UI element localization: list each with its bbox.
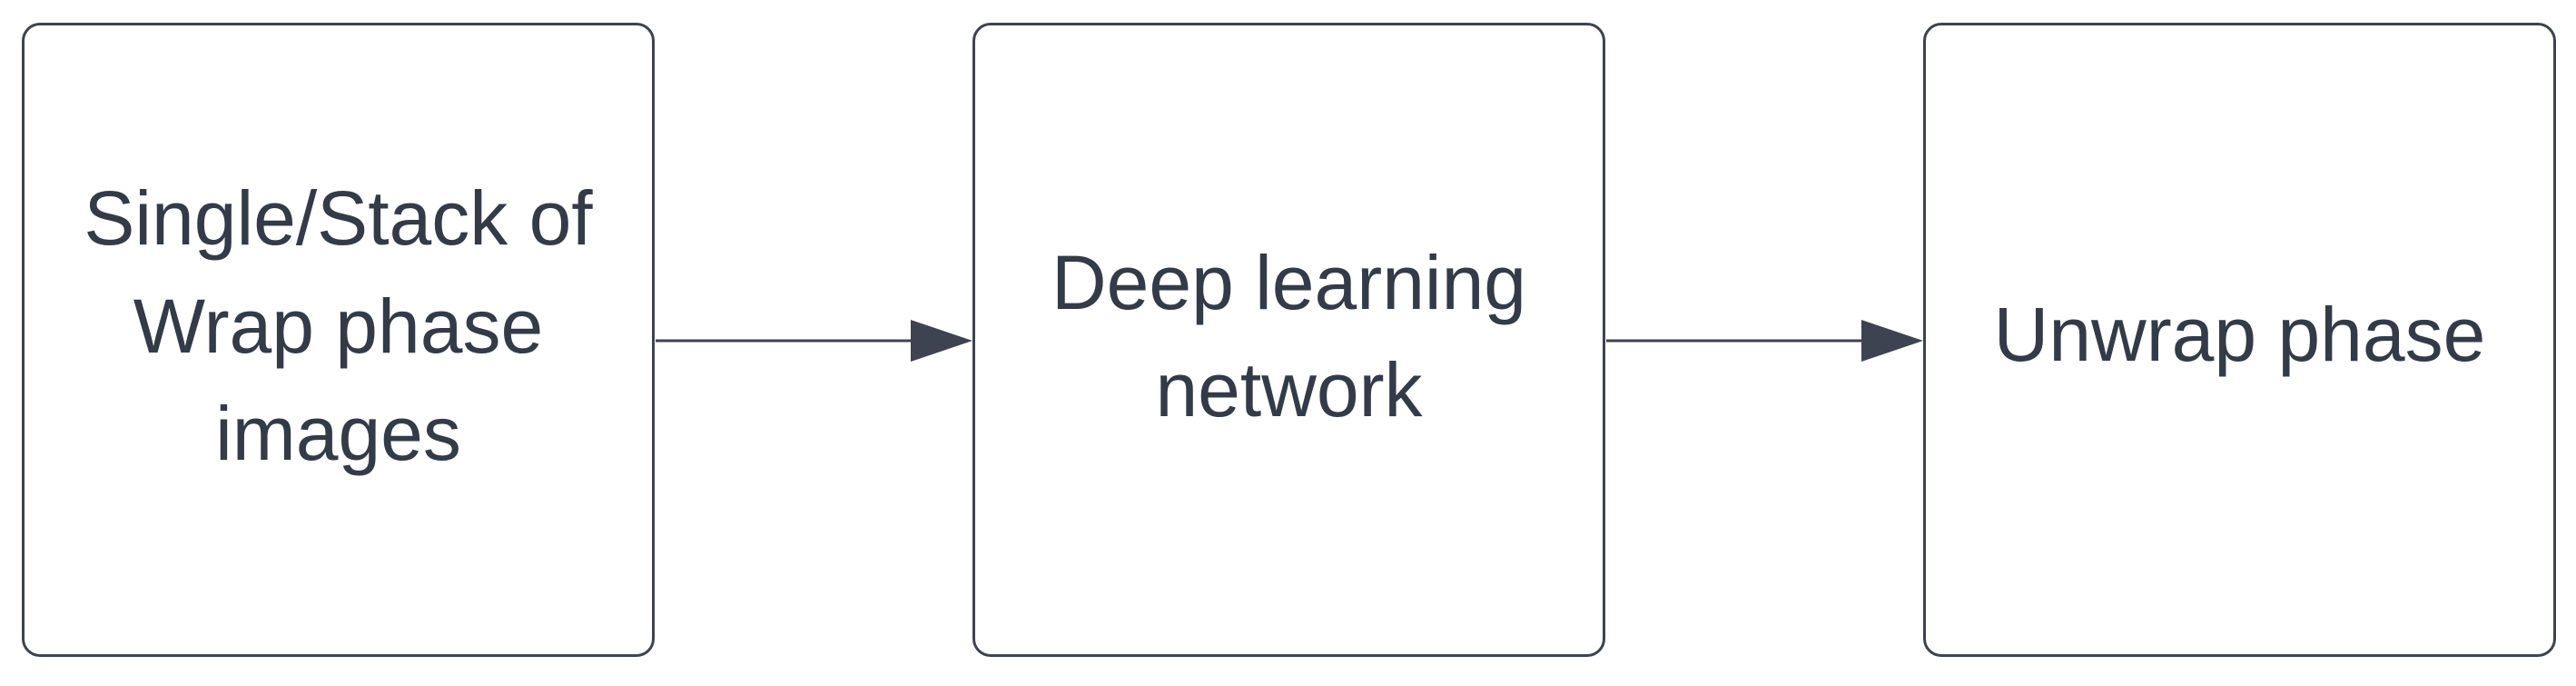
network-box: Deep learning network xyxy=(972,23,1605,657)
input-box-label: Single/Stack of Wrap phase images xyxy=(84,175,593,477)
output-box: Unwrap phase xyxy=(1923,23,2556,657)
output-box-label: Unwrap phase xyxy=(1993,291,2486,377)
input-box: Single/Stack of Wrap phase images xyxy=(22,23,655,657)
arrow-head-icon xyxy=(911,320,972,362)
network-box-label: Deep learning network xyxy=(1051,239,1527,432)
arrow-head-icon xyxy=(1861,320,1923,362)
arrow-input-to-network xyxy=(656,320,972,362)
arrow-network-to-output xyxy=(1606,320,1923,362)
